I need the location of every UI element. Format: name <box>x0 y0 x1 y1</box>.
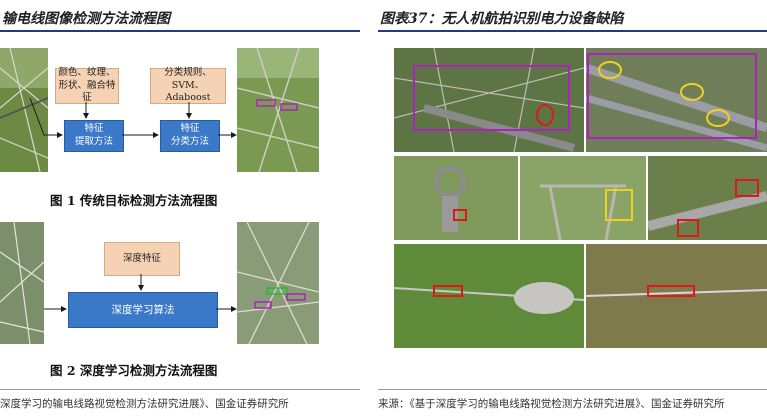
fitting-photo-3 <box>648 156 767 240</box>
tower-photo-right-1 <box>237 48 319 172</box>
figure2-caption: 图 2 深度学习检测方法流程图 <box>50 363 218 378</box>
insulator-photo-2 <box>586 48 767 152</box>
feature-classification-box: 特征 分类方法 <box>160 120 220 152</box>
deep-learning-algorithm-box: 深度学习算法 <box>68 292 218 328</box>
fitting-photo-2 <box>520 156 646 240</box>
tower-photo-left-2 <box>0 222 44 344</box>
right-footer-rule <box>378 389 767 390</box>
figure1-caption: 图 1 传统目标检测方法流程图 <box>50 193 218 208</box>
diagram2-arrows <box>44 274 237 312</box>
feature-extraction-box: 特征 提取方法 <box>64 120 124 152</box>
tower-photo-right-2 <box>237 222 319 344</box>
right-source-note: 来源：《基于深度学习的输电线路视觉检测方法研究进展》、国金证券研究所 <box>378 398 725 410</box>
left-source-note: 深度学习的输电线路视觉检测方法研究进展》、国金证券研究所 <box>0 398 289 410</box>
right-header: 图表37：无人机航拍识别电力设备缺陷 <box>380 11 624 27</box>
diagram1-arrows <box>29 97 237 138</box>
right-header-rule <box>378 30 767 32</box>
fitting-photo-1 <box>394 156 518 240</box>
deep-feature-box: 深度特征 <box>104 242 180 276</box>
feature-input-box: 颜色、纹理、 形状、融合特征 <box>55 67 119 104</box>
left-header-rule <box>0 30 360 32</box>
left-header: 输电线图像检测方法流程图 <box>2 11 170 27</box>
tower-photo-left-1 <box>0 48 48 172</box>
insulator-photo-1 <box>394 48 584 152</box>
left-footer-rule <box>0 389 360 390</box>
classifier-input-box: 分类规则、 SVM、Adaboost <box>150 67 226 104</box>
line-photo-2 <box>586 244 767 348</box>
line-photo-1 <box>394 244 584 348</box>
